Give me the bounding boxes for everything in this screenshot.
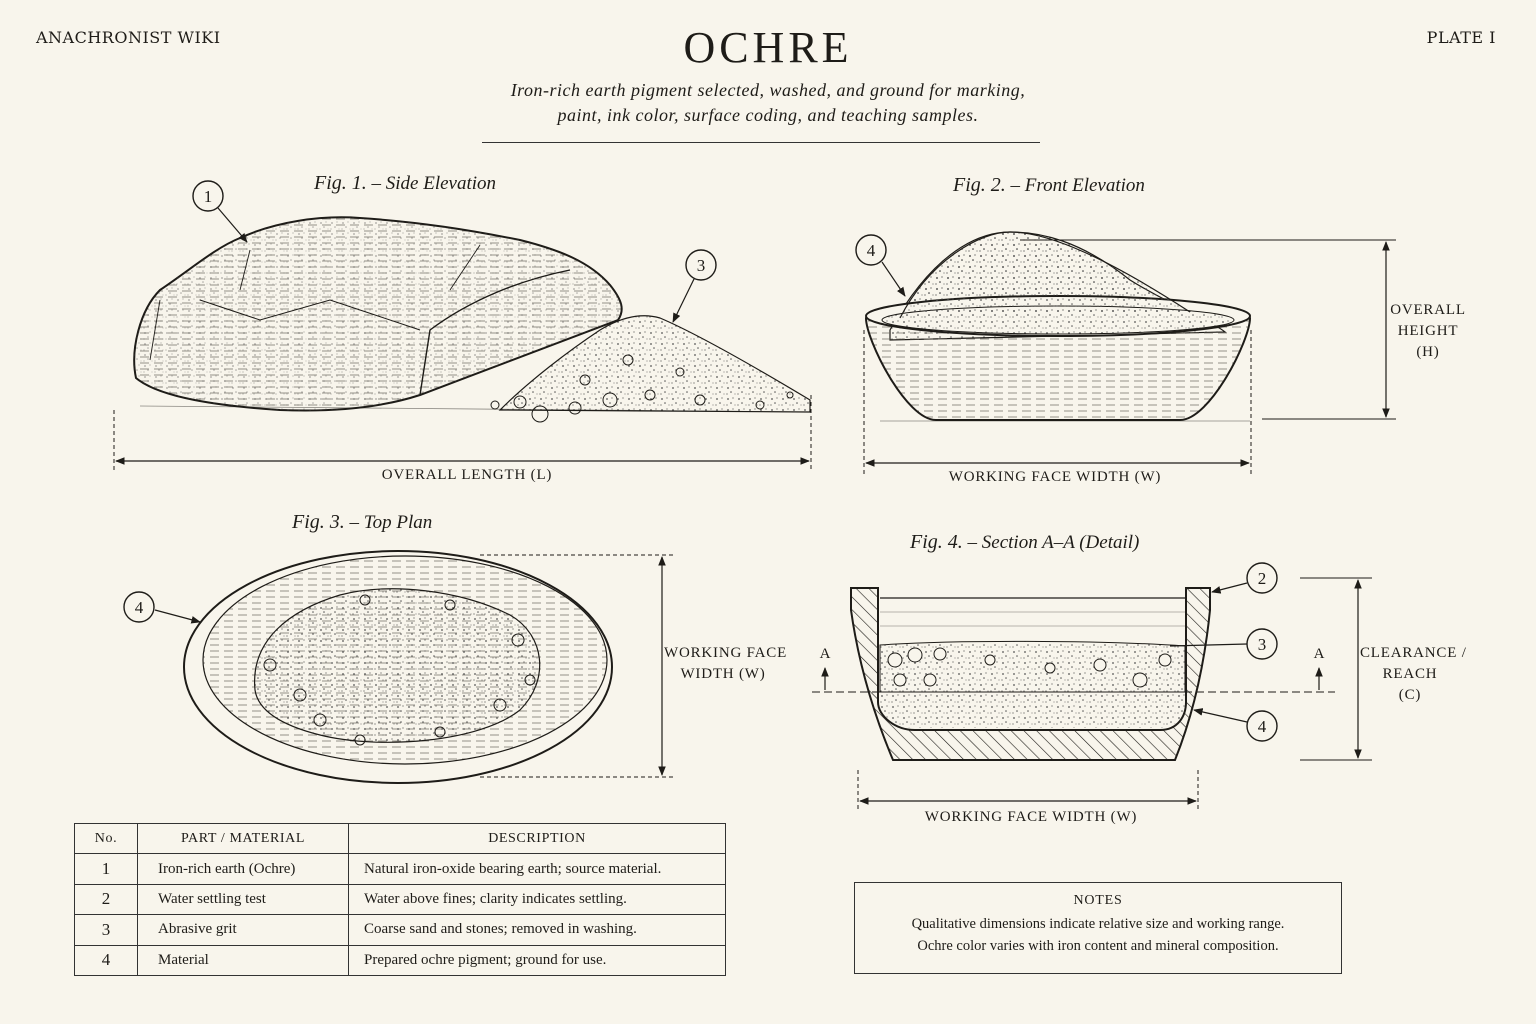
callout-4-fig3-num: 4 [135,598,144,617]
callout-2 [1211,562,1278,594]
section-mark-right: A [1314,646,1325,662]
fig2-height-label-2: HEIGHT [1397,323,1459,339]
notes-heading: NOTES [1073,893,1123,908]
callout-2-num: 2 [1258,569,1267,588]
title-rule [482,142,1040,143]
fig4-number: Fig. 4. [910,531,963,553]
fig1-caption: Fig. 1. – Side Elevation [314,172,496,195]
row-description: Water above fines; clarity indicates set… [348,883,726,916]
callout-1-num: 1 [204,187,213,206]
fig4-clearance-label-1: CLEARANCE / [1360,645,1467,661]
fig2-height-label-1: OVERALL [1390,302,1466,318]
plate-number: PLATE I [1426,28,1496,47]
table-row: 4 Material Prepared ochre pigment; groun… [74,944,726,977]
callout-4-fig2-num: 4 [867,241,876,260]
table-row: 1 Iron-rich earth (Ochre) Natural iron-o… [74,853,726,885]
fig2-caption: Fig. 2. – Front Elevation [953,174,1145,197]
col-no: No. [74,822,138,855]
notes-line-2: Ochre color varies with iron content and… [917,938,1279,954]
subtitle-line-1: Iron-rich earth pigment selected, washed… [510,80,1026,100]
subtitle-line-2: paint, ink color, surface coding, and te… [557,105,979,125]
callout-4-fig4 [1193,708,1278,742]
row-part: Water settling test [137,883,349,916]
table-row: 3 Abrasive grit Coarse sand and stones; … [74,914,726,946]
fig3-width-label-1: WORKING FACE [664,645,788,661]
page-title: OCHRE [683,23,853,72]
row-description: Natural iron-oxide bearing earth; source… [348,853,726,885]
fig4-clearance-label-3: (C) [1398,687,1422,703]
fig1-length-label: OVERALL LENGTH (L) [381,467,553,483]
section-mark-left: A [820,646,831,662]
fig2-height-dimension [1020,239,1396,420]
col-description: DESCRIPTION [348,822,726,855]
row-no: 4 [74,944,138,977]
fig4-width-label: WORKING FACE WIDTH (W) [924,809,1138,825]
fig3-width-label-2: WIDTH (W) [680,666,766,682]
callout-3-fig1-num: 3 [697,256,706,275]
row-part: Iron-rich earth (Ochre) [137,853,349,885]
site-name: ANACHRONIST WIKI [36,28,221,47]
callout-3-fig1 [672,249,717,323]
notes-line-1: Qualitative dimensions indicate relative… [911,916,1285,932]
fig1-number: Fig. 1. [314,172,367,194]
fig1-title: – Side Elevation [371,173,497,194]
callout-3-fig4 [1169,628,1278,660]
row-part: Material [137,944,349,977]
fig4-section [812,587,1335,761]
fig1-length-dimension [113,395,812,472]
row-no: 1 [74,853,138,885]
fig2-height-label-3: (H) [1416,344,1440,360]
fig3-caption: Fig. 3. – Top Plan [292,511,432,534]
fig3-title: – Top Plan [349,512,433,533]
fig4-clearance-dimension [1300,577,1372,761]
fig2-height-label: OVERALL HEIGHT (H) [1388,300,1468,363]
fig1-grit-pile [490,315,811,423]
fig4-clearance-label-2: REACH [1382,666,1438,682]
fig3-width-label: WORKING FACE WIDTH (W) [664,643,788,685]
notes-box: NOTES Qualitative dimensions indicate re… [854,882,1342,974]
fig1-rock [133,216,623,412]
fig2-width-label: WORKING FACE WIDTH (W) [948,469,1162,485]
callout-4-fig2 [855,234,906,297]
table-header-row: No. PART / MATERIAL DESCRIPTION [74,822,726,855]
fig3-plate [183,550,613,784]
row-no: 2 [74,883,138,916]
row-part: Abrasive grit [137,914,349,946]
fig2-number: Fig. 2. [953,174,1006,196]
fig3-width-dimension [480,554,676,778]
callout-4-fig4-num: 4 [1258,717,1267,736]
callout-3-fig4-num: 3 [1258,635,1267,654]
fig2-bowl [864,231,1252,422]
fig4-clearance-label: CLEARANCE / REACH (C) [1360,643,1467,706]
callout-1 [192,180,248,243]
col-part: PART / MATERIAL [137,822,349,855]
fig2-title: – Front Elevation [1010,175,1145,196]
row-description: Prepared ochre pigment; ground for use. [348,944,726,977]
fig2-width-dimension [863,330,1252,474]
fig4-caption: Fig. 4. – Section A–A (Detail) [910,531,1139,554]
row-no: 3 [74,914,138,946]
parts-table: No. PART / MATERIAL DESCRIPTION 1 Iron-r… [74,822,726,977]
fig3-number: Fig. 3. [292,511,345,533]
row-description: Coarse sand and stones; removed in washi… [348,914,726,946]
fig4-width-dimension [857,770,1199,810]
table-row: 2 Water settling test Water above fines;… [74,883,726,916]
fig4-title: – Section A–A (Detail) [967,532,1140,553]
callout-4-fig3 [123,591,201,624]
